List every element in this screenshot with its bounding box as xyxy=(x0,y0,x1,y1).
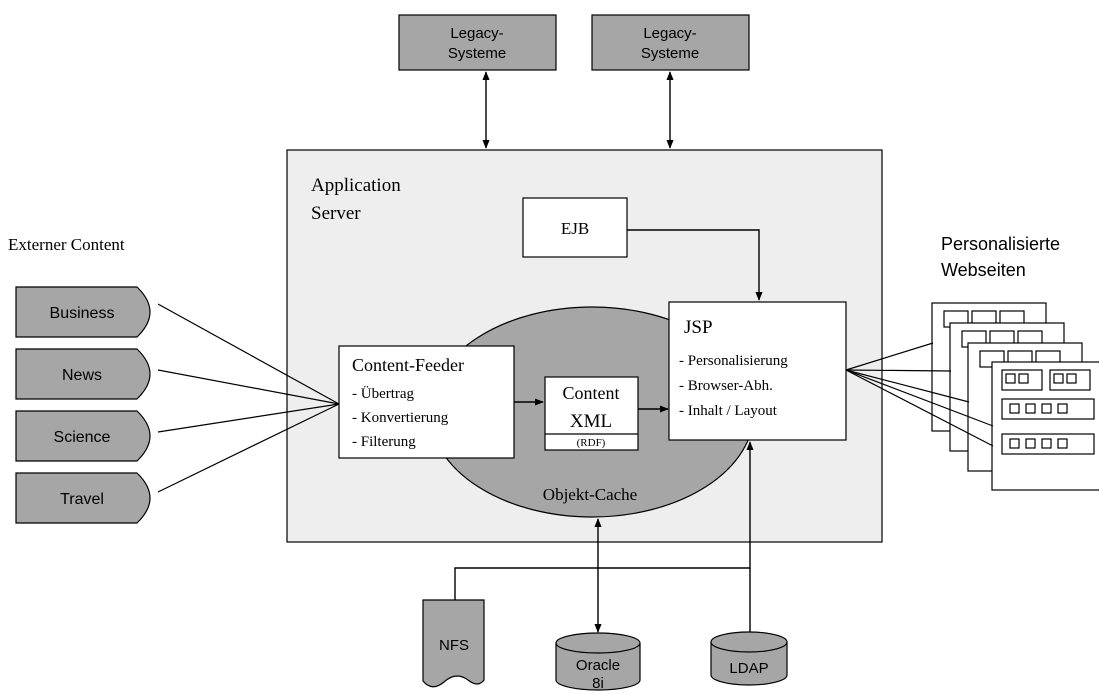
content-xml-line2: XML xyxy=(570,411,612,432)
content-feeder-item: - Filterung xyxy=(352,434,416,450)
jsp-title: JSP xyxy=(684,317,713,338)
ejb-box xyxy=(522,197,628,258)
external-content-label: Externer Content xyxy=(8,235,125,254)
legacy-system-1: Legacy- Systeme xyxy=(398,14,557,71)
source-science-label: Science xyxy=(54,429,111,446)
app-server-label-line2: Server xyxy=(311,203,361,224)
legacy-1-line1: Legacy- xyxy=(450,25,503,42)
jsp-item: - Personalisierung xyxy=(679,353,788,369)
nfs-connector xyxy=(454,441,754,600)
ejb-label: EJB xyxy=(561,219,589,238)
app-server-label-line1: Application xyxy=(311,175,401,196)
source-news: News xyxy=(15,348,151,400)
content-xml-line1: Content xyxy=(563,383,620,403)
personalized-label-line2: Webseiten xyxy=(941,260,1026,280)
source-travel: Travel xyxy=(15,472,151,524)
source-travel-label: Travel xyxy=(60,491,104,508)
oracle-label-line2: 8i xyxy=(592,675,604,692)
nfs-store: NFS xyxy=(422,599,485,688)
nfs-label: NFS xyxy=(439,637,469,654)
source-connectors xyxy=(157,303,340,493)
webpage-stack-icon xyxy=(931,302,1099,491)
content-xml-sub: (RDF) xyxy=(577,437,606,449)
jsp-item: - Inhalt / Layout xyxy=(679,403,778,419)
ldap-label: LDAP xyxy=(729,660,768,677)
object-cache-label: Objekt-Cache xyxy=(543,485,637,504)
legacy-system-2: Legacy- Systeme xyxy=(591,14,750,71)
source-science: Science xyxy=(15,410,151,462)
source-business-label: Business xyxy=(50,305,115,322)
source-news-label: News xyxy=(62,367,102,384)
legacy-2-line1: Legacy- xyxy=(643,25,696,42)
oracle-label-line1: Oracle xyxy=(576,657,620,674)
legacy-1-line2: Systeme xyxy=(448,45,506,62)
personalized-label-line1: Personalisierte xyxy=(941,234,1060,254)
jsp-item: - Browser-Abh. xyxy=(679,378,773,394)
jsp-to-pages-connectors xyxy=(845,342,994,447)
content-feeder-box xyxy=(338,345,515,459)
ldap-database: LDAP xyxy=(710,631,788,686)
content-feeder-item: - Übertrag xyxy=(352,385,415,402)
oracle-database: Oracle 8i xyxy=(555,632,641,692)
ejb-to-jsp-arrow xyxy=(627,229,763,301)
legacy-2-line2: Systeme xyxy=(641,45,699,62)
content-xml-box xyxy=(544,376,639,451)
source-business: Business xyxy=(15,286,151,338)
content-feeder-item: - Konvertierung xyxy=(352,410,449,426)
content-feeder-title: Content-Feeder xyxy=(352,355,464,375)
jsp-box xyxy=(668,301,847,441)
